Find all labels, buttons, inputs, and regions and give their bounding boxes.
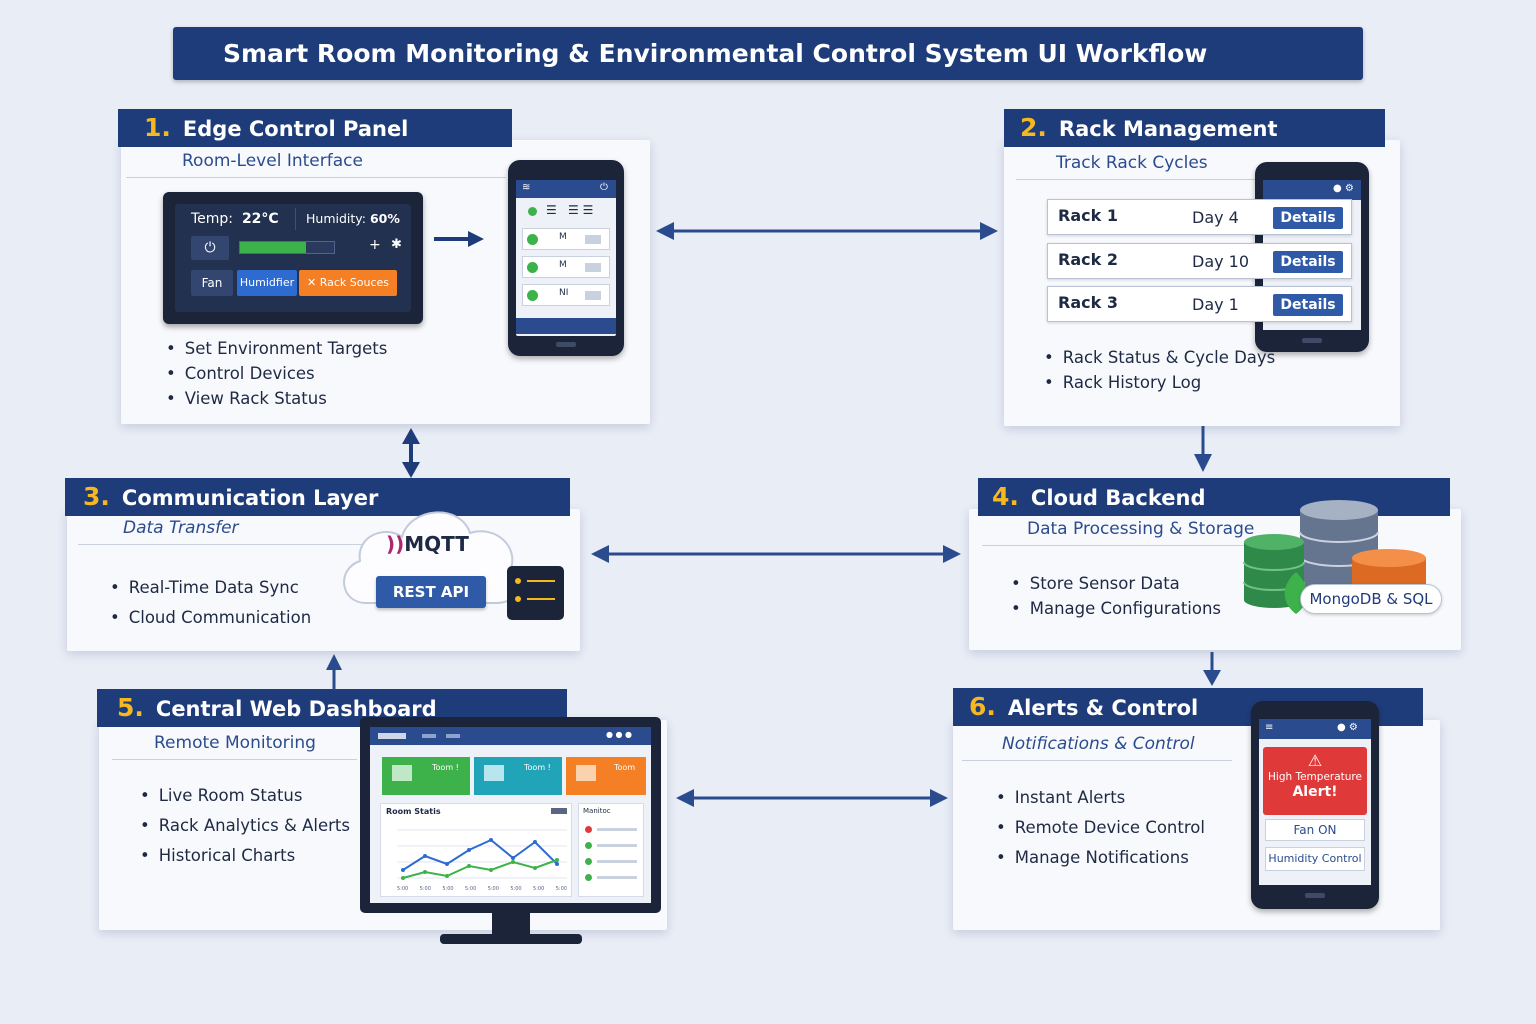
level-bar [239, 241, 335, 254]
rest-api-badge: REST API [376, 576, 486, 608]
section-1-header: 1. Edge Control Panel [118, 109, 512, 147]
section-1-heading: Edge Control Panel [182, 117, 409, 141]
rack-1-details-button[interactable]: Details [1273, 207, 1343, 229]
temp-readout: Temp: 22°C [191, 211, 279, 227]
green-dot-icon [528, 207, 537, 216]
fan-status-button[interactable]: Fan ON [1265, 819, 1365, 841]
section-5-number: 5. [117, 693, 144, 722]
status-icon: ● ⚙ [1333, 183, 1354, 194]
section-1-bullets: Set Environment Targets Control Devices … [166, 336, 388, 411]
section-6-number: 6. [969, 692, 996, 721]
connector-3-4 [591, 545, 961, 563]
edge-to-phone-arrow [434, 231, 484, 247]
connector-1-2 [656, 222, 998, 240]
server-icon [507, 566, 564, 620]
alerts-phone: ≡ ● ⚙ ⚠ High Temperature Alert! Fan ON H… [1251, 701, 1379, 909]
plus-icon[interactable]: + [369, 237, 381, 253]
connector-5-3 [326, 654, 342, 690]
section-4-bullets: Store Sensor Data Manage Configurations [1011, 571, 1221, 621]
section-3-header: 3. Communication Layer [65, 478, 570, 516]
connector-5-6 [676, 789, 948, 807]
rack-row-2[interactable]: Rack 2 Day 10 Details [1047, 243, 1352, 279]
humidity-control-button[interactable]: Humidity Control [1265, 847, 1365, 871]
signal-icon: )) [386, 532, 405, 556]
page-title: Smart Room Monitoring & Environmental Co… [173, 27, 1363, 80]
room-tile-3[interactable]: Toom [566, 757, 646, 795]
connector-4-6 [1203, 652, 1221, 686]
rack-row-3[interactable]: Rack 3 Day 1 Details [1047, 286, 1352, 322]
blue-series-line [402, 838, 558, 871]
monitor-stand [492, 913, 530, 937]
section-3-bullets: Real-Time Data Sync Cloud Communication [110, 573, 311, 633]
section-1-number: 1. [144, 113, 171, 142]
room-tile-1[interactable]: Toom ! [382, 757, 470, 795]
section-2-heading: Rack Management [1058, 117, 1278, 141]
section-6-heading: Alerts & Control [1007, 696, 1199, 720]
settings-icon[interactable]: ✱ [391, 237, 402, 252]
dashboard-monitor: ● ● ● Toom ! Toom ! Toom Room Statis [360, 717, 661, 913]
section-2-number: 2. [1020, 113, 1047, 142]
mqtt-logo: ))MQTT [386, 532, 469, 556]
connector-1-3 [402, 428, 420, 478]
rack-sources-button[interactable]: ✕ Rack Souces [299, 270, 397, 296]
section-4-number: 4. [992, 482, 1019, 511]
phone-row-1[interactable]: M [522, 228, 610, 250]
power-toggle-button[interactable]: ⏻ [191, 236, 229, 260]
section-4-subtitle: Data Processing & Storage [982, 519, 1254, 546]
rack-row-1[interactable]: Rack 1 Day 4 Details [1047, 199, 1352, 235]
rack-2-details-button[interactable]: Details [1273, 251, 1343, 273]
section-1-subtitle: Room-Level Interface [126, 151, 506, 178]
section-2-subtitle: Track Rack Cycles [1016, 153, 1276, 180]
section-5-subtitle: Remote Monitoring [112, 733, 357, 760]
humidity-readout: Humidity: 60% [295, 208, 407, 230]
warning-icon: ⚠ [1307, 751, 1323, 770]
menu-icon: ☰ [546, 203, 557, 217]
rack-3-details-button[interactable]: Details [1273, 294, 1343, 316]
room-tile-2[interactable]: Toom ! [474, 757, 562, 795]
alert-card[interactable]: ⚠ High Temperature Alert! [1263, 747, 1367, 815]
section-3-heading: Communication Layer [121, 486, 379, 510]
section-5-bullets: Live Room Status Rack Analytics & Alerts… [140, 781, 350, 871]
phone-row-3[interactable]: NI [522, 284, 610, 306]
monitor-side-panel: Manitoc [578, 803, 644, 897]
database-icon [1243, 500, 1426, 614]
green-series-line [402, 859, 558, 879]
section-2-header: 2. Rack Management [1004, 109, 1385, 147]
menu-icon-small: ≡ [1265, 722, 1274, 733]
list-icon: ☰ ☰ [568, 203, 594, 217]
wifi-icon: ≋ [522, 182, 531, 193]
db-label: MongoDB & SQL [1300, 584, 1442, 614]
humidifier-button[interactable]: Humidfier [237, 270, 297, 296]
section-6-bullets: Instant Alerts Remote Device Control Man… [996, 783, 1205, 873]
section-3-subtitle: Data Transfer [78, 518, 378, 545]
bell-icon: ● ⚙ [1337, 722, 1358, 733]
nav-icon: ⏻ [600, 182, 608, 193]
phone-row-2[interactable]: M [522, 256, 610, 278]
close-icon: ✕ [306, 276, 317, 289]
section-2-bullets: Rack Status & Cycle Days Rack History Lo… [1044, 345, 1276, 395]
window-controls-icon: ● ● ● [606, 730, 633, 739]
connector-2-4 [1194, 426, 1212, 472]
edge-control-device: Temp: 22°C Humidity: 60% ⏻ + ✱ Fan Humid… [163, 192, 423, 324]
fan-button[interactable]: Fan [191, 270, 233, 296]
section-6-subtitle: Notifications & Control [962, 734, 1232, 761]
section-3-number: 3. [83, 482, 110, 511]
edge-phone: ≋ ⏻ ☰ ☰ ☰ M M NI [508, 160, 624, 356]
monitor-base [440, 934, 582, 944]
section-4-heading: Cloud Backend [1030, 486, 1206, 510]
